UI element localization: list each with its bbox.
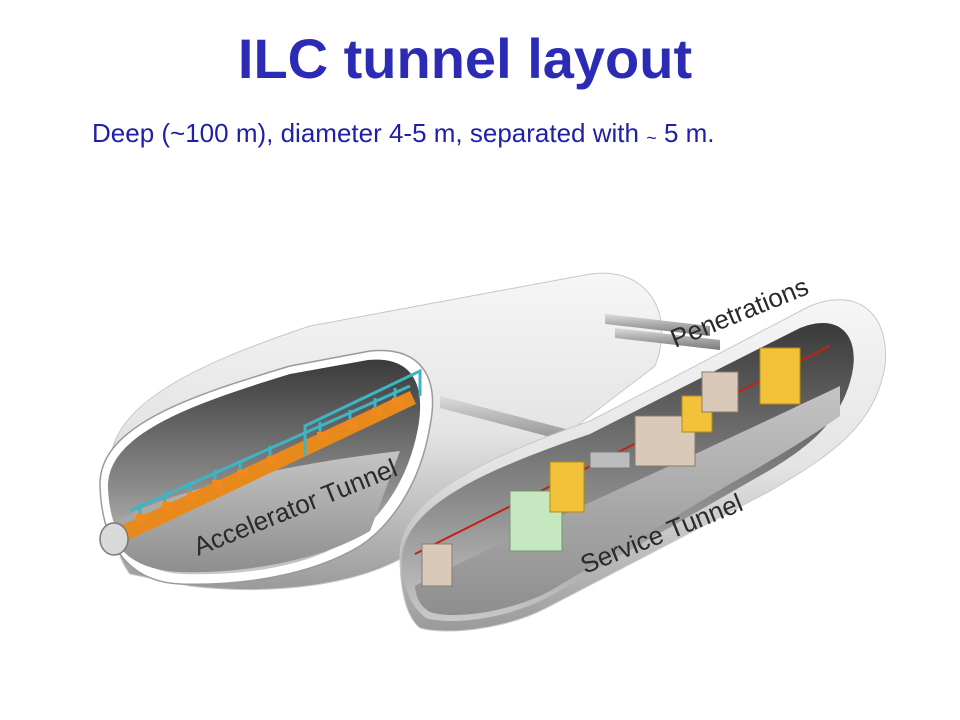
subtitle-text-1: Deep (~100 m), diameter 4-5 m, separated… xyxy=(92,118,647,148)
beige-cabinet-small xyxy=(421,543,453,587)
service-tunnel: Service Tunnel xyxy=(399,299,887,632)
tunnel-diagram-svg: Accelerator Tunnel Penetrations Service … xyxy=(99,271,887,632)
beamline-end-cap xyxy=(99,522,129,556)
accelerator-tunnel-floor xyxy=(110,451,400,573)
slide-subtitle: Deep (~100 m), diameter 4-5 m, separated… xyxy=(92,118,715,149)
accelerator-beamline xyxy=(110,391,416,546)
service-equipment xyxy=(421,347,801,587)
slide-title: ILC tunnel layout xyxy=(237,27,693,90)
tunnel-diagram: Accelerator Tunnel Penetrations Service … xyxy=(70,256,890,642)
beamline-flanges xyxy=(136,398,402,522)
subtitle-text-2: 5 m. xyxy=(656,118,715,148)
accelerator-tunnel: Accelerator Tunnel xyxy=(99,272,663,591)
yellow-rack xyxy=(759,347,801,405)
service-tunnel-floor xyxy=(415,386,840,616)
beige-cabinet-3 xyxy=(701,371,739,413)
penetration-pipe-upper-1 xyxy=(605,314,710,336)
penetration-pipe-upper-2 xyxy=(615,328,720,350)
pipe-section xyxy=(589,451,631,469)
yellow-frame-1 xyxy=(549,461,585,513)
subtitle-tilde: ~ xyxy=(646,128,657,148)
accelerator-pipework xyxy=(129,368,422,518)
